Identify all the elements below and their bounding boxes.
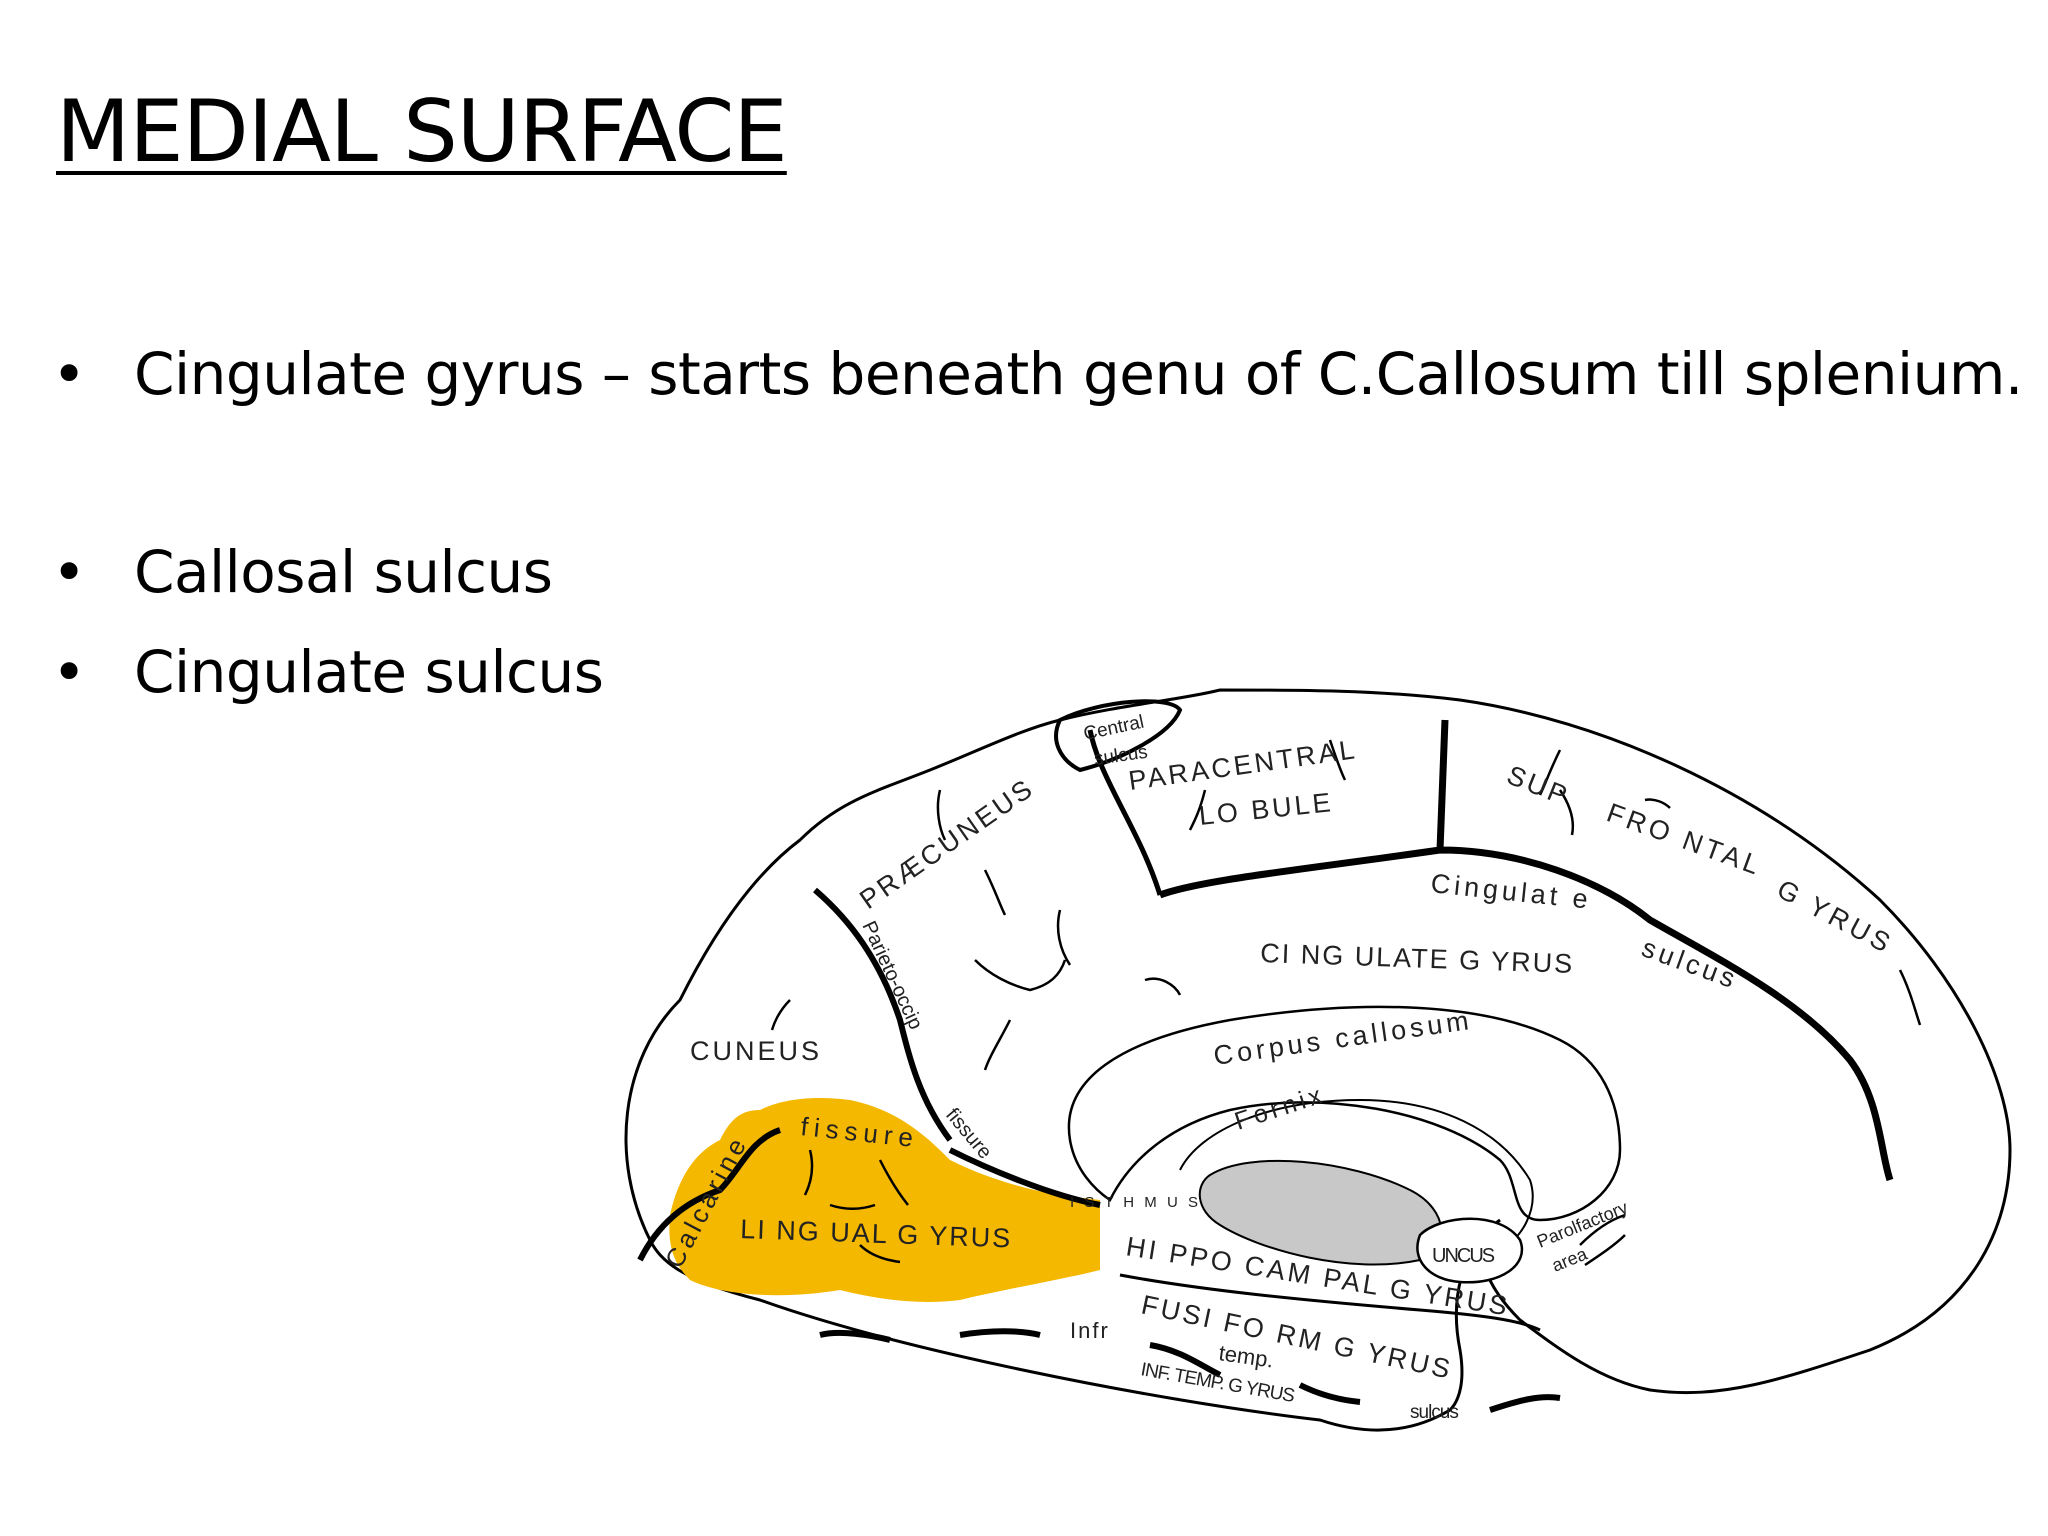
parieto-occipital-fissure-line (813, 887, 953, 1142)
uncus-outline (1416, 1217, 1524, 1284)
marginal-sulcus-line (1087, 729, 1163, 896)
label-cuneus: CUNEUS (690, 1036, 822, 1066)
corpus-callosum-outline (1067, 1005, 1622, 1222)
bullet-text: Callosal sulcus (134, 538, 553, 606)
bullet-text: Cingulate sulcus (134, 638, 604, 706)
collateral-sulcus-line (1119, 1273, 1541, 1332)
lingual-gyrus-highlight (669, 1098, 1100, 1302)
label-inf-temp-sulcus: sulcus (1410, 1402, 1458, 1423)
bullet-marker: • (52, 638, 86, 706)
bullet-text: Cingulate gyrus – starts beneath genu of… (134, 340, 2023, 408)
slide-title: MEDIAL SURFACE (56, 82, 788, 182)
cingulate-sulcus-line (1158, 719, 1894, 1182)
minor-sulcus-lines (770, 739, 1922, 1267)
bullet-marker: • (52, 538, 86, 606)
bullet-marker: • (52, 340, 86, 408)
label-inf-temp-sulcus: Infr (1070, 1318, 1110, 1343)
label-isthmus: I S T H M U S (1070, 1194, 1201, 1211)
fornix-outline (1179, 1098, 1534, 1251)
calcarine-fissure-line (637, 1127, 1101, 1262)
central-sulcus-loop (1054, 699, 1183, 773)
inf-temporal-sulcus-lines (819, 1328, 1561, 1413)
label-uncus: UNCUS (1432, 1245, 1495, 1267)
